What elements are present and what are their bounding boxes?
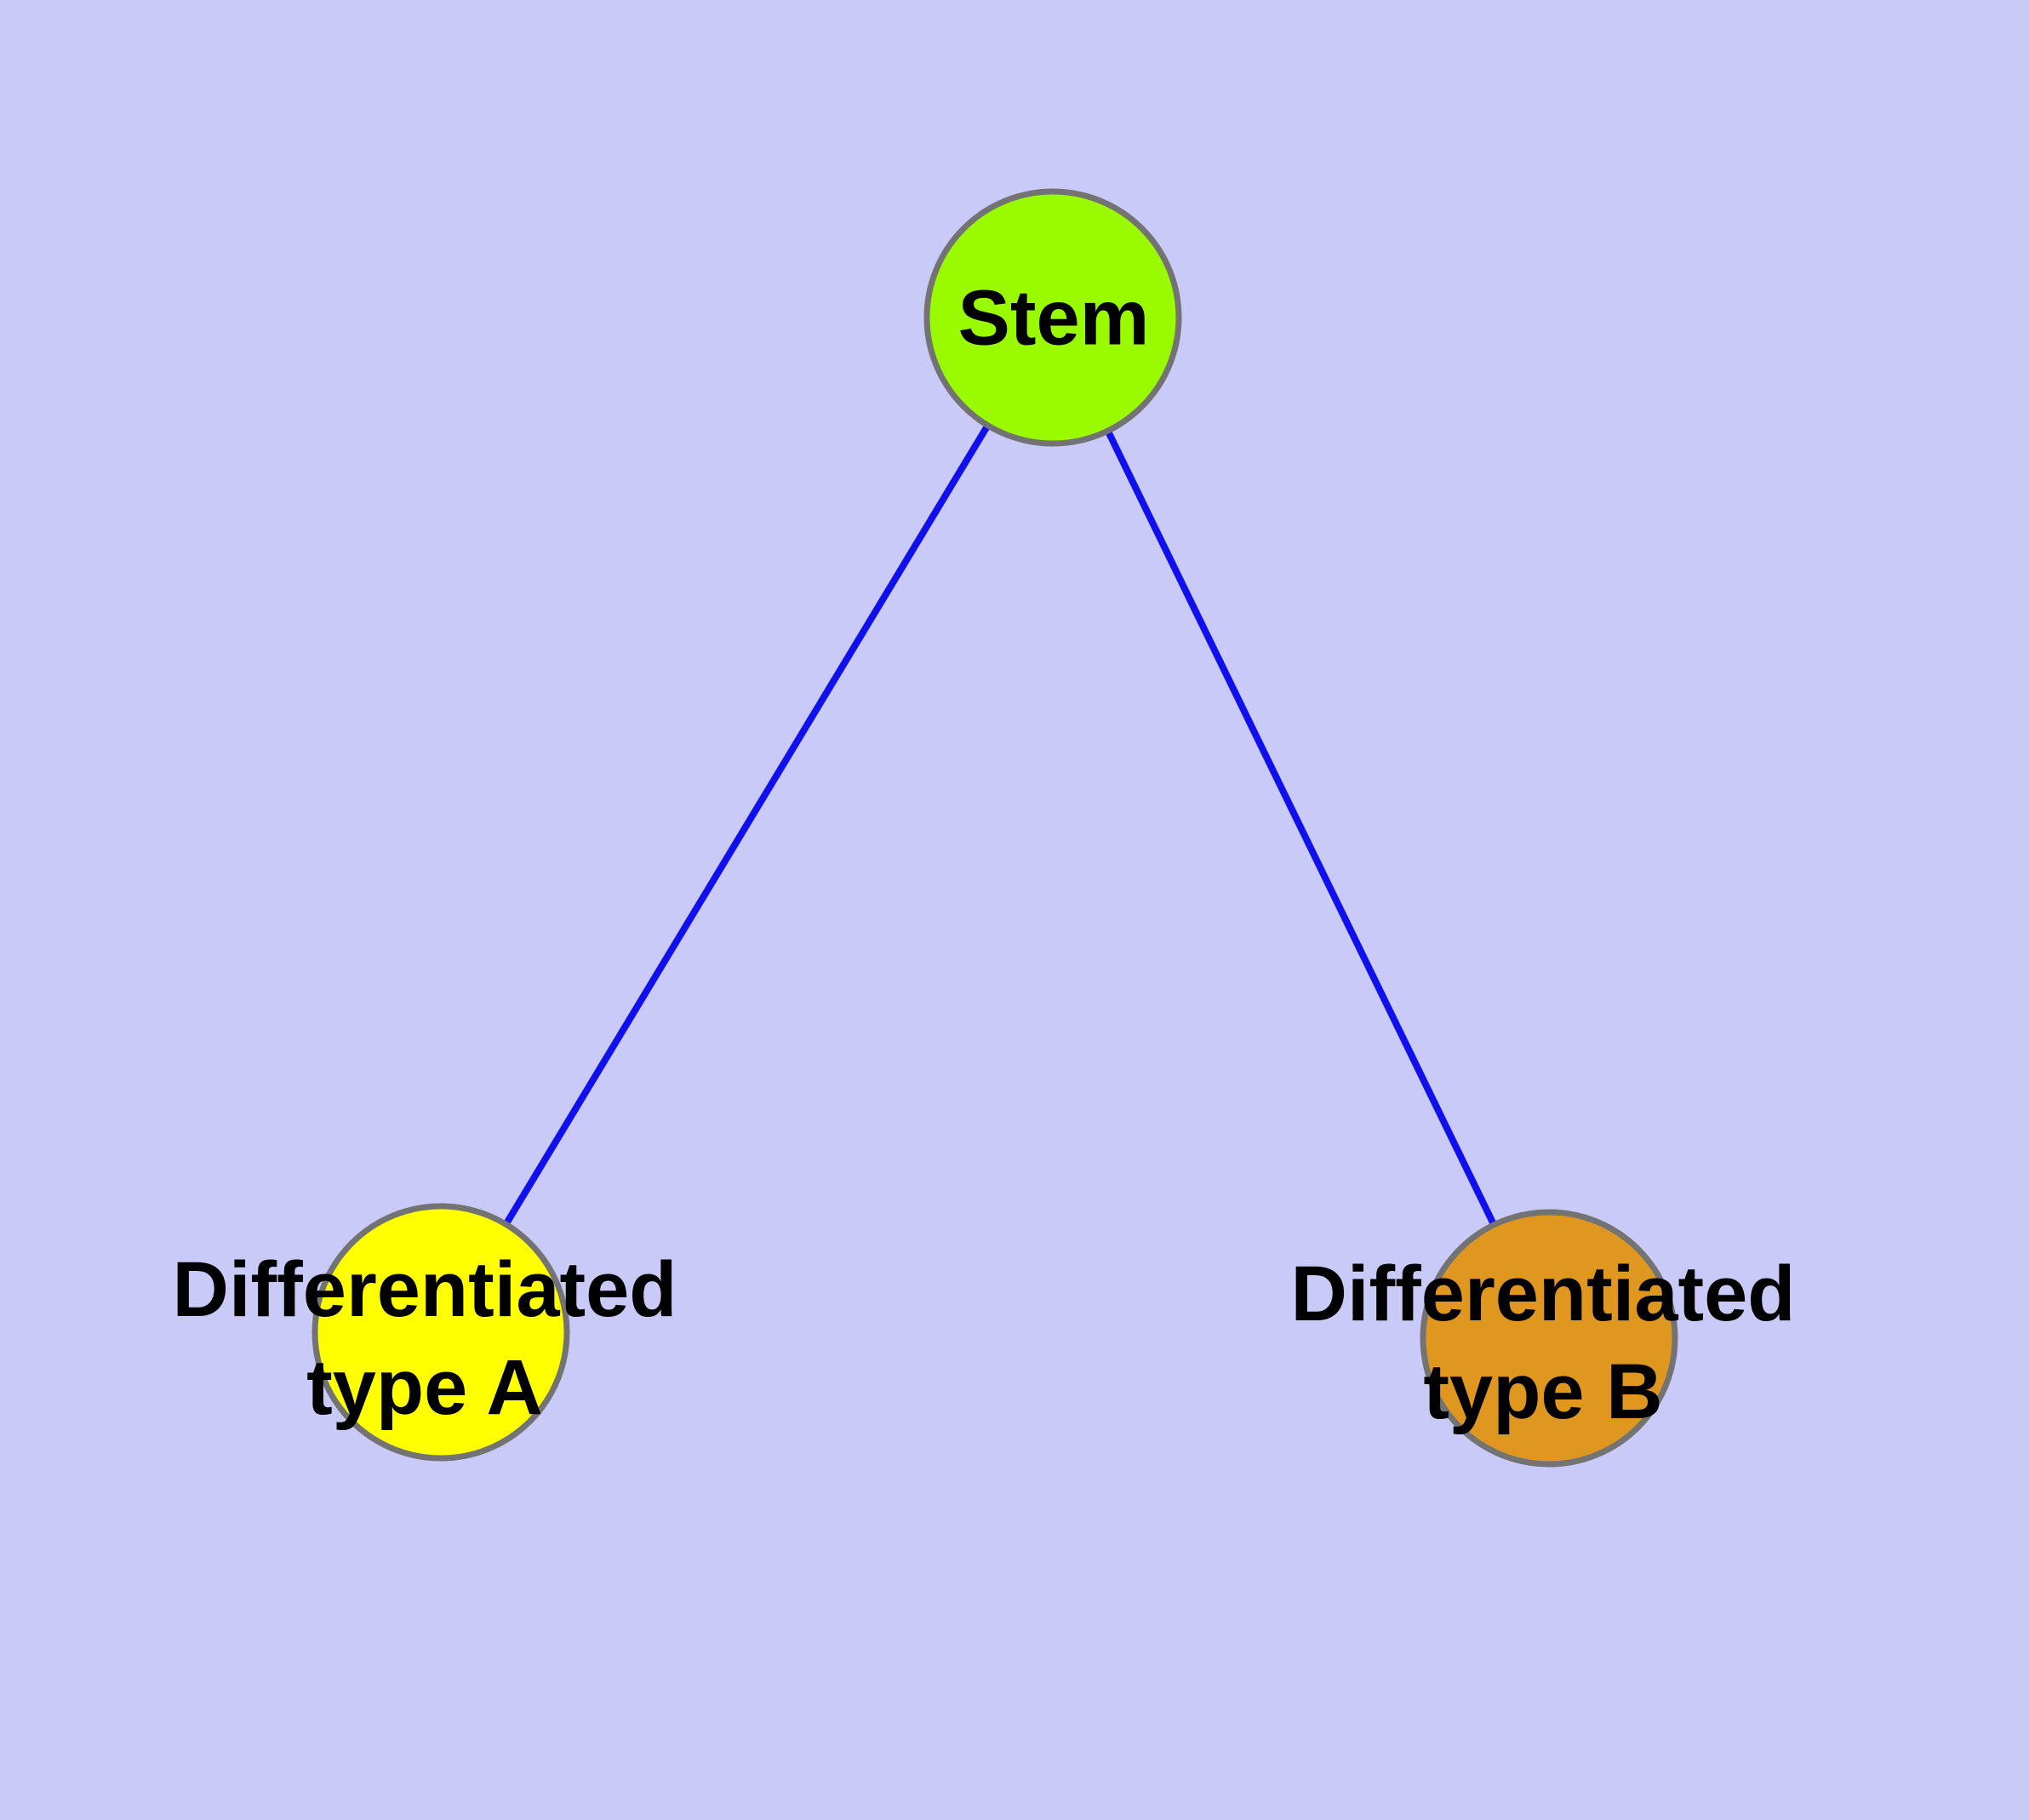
node-type-b xyxy=(1420,1209,1678,1468)
edge-stem-to-type-b xyxy=(1049,316,1552,1340)
node-type-a xyxy=(311,1203,570,1462)
edge-stem-to-type-a xyxy=(437,315,1056,1335)
node-type-a-label: Differentiated type A xyxy=(172,1246,677,1431)
node-type-b-label: Differentiated type B xyxy=(1290,1251,1796,1435)
node-stem-label: Stem xyxy=(957,274,1150,362)
node-stem xyxy=(923,188,1182,447)
